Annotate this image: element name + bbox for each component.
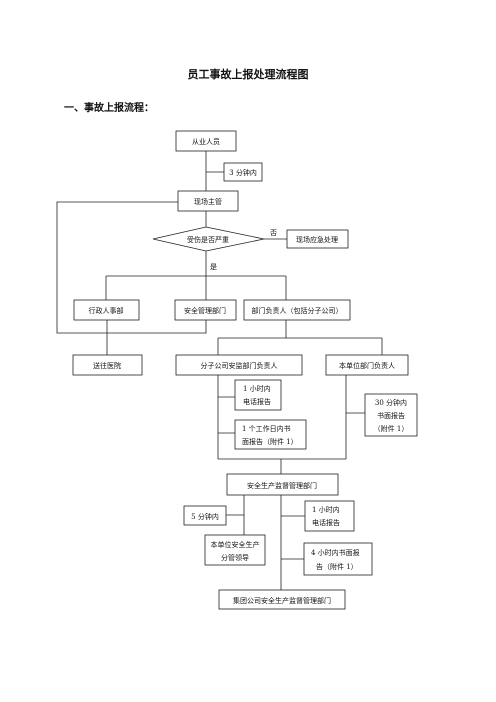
node-worker-label: 从业人员 <box>192 137 220 146</box>
node-report-1h-phone-line1: 1 小时内 <box>243 384 271 393</box>
node-site-emergency: 现场应急处理 <box>286 229 349 249</box>
node-report-1h-phone-line2: 电话报告 <box>243 397 271 406</box>
node-worker: 从业人员 <box>175 130 237 152</box>
branch-no-label: 否 <box>270 229 277 237</box>
node-safety-supervision-label: 安全生产监督管理部门 <box>247 481 317 490</box>
node-admin-hr-label: 行政人事部 <box>89 306 124 315</box>
node-unit-head-label: 本单位部门负责人 <box>339 361 395 370</box>
node-dept-head: 部门负责人（包括分子公司） <box>243 299 351 321</box>
node-sub-safety-head-label: 分子公司安监部门负责人 <box>201 361 278 370</box>
node-unit-safety-leader: 本单位安全生产 分管领导 <box>204 534 266 566</box>
node-5min: 5 分钟内 <box>183 505 227 526</box>
node-admin-hr: 行政人事部 <box>73 299 140 321</box>
node-report-1h-phone-b: 1 小时内 电话报告 <box>304 500 355 532</box>
section-heading: 一、事故上报流程： <box>64 103 154 114</box>
connector-supervisor-loop <box>56 201 207 334</box>
node-report-4h-written: 4 小时内书面报 告（附件 1） <box>303 542 373 576</box>
node-report-4h-line2: 告（附件 1） <box>316 562 358 571</box>
document-title: 员工事故上报处理流程图 <box>187 68 309 81</box>
node-report-1h-phone: 1 小时内 电话报告 <box>234 379 282 411</box>
node-report-1day-line2: 面报告（附件 1） <box>242 437 298 446</box>
node-hospital-label: 送往医院 <box>93 361 121 370</box>
node-site-supervisor: 现场主管 <box>177 190 239 212</box>
node-report-1h-phone-b-line1: 1 小时内 <box>312 505 340 514</box>
node-dept-head-label: 部门负责人（包括分子公司） <box>252 306 343 315</box>
node-report-4h-line1: 4 小时内书面报 <box>311 548 360 557</box>
node-3min-a: 3 分钟内 <box>223 162 263 182</box>
node-hospital: 送往医院 <box>72 354 143 376</box>
node-site-supervisor-label: 现场主管 <box>194 197 222 206</box>
node-site-emergency-label: 现场应急处理 <box>296 235 338 244</box>
node-report-1day-line1: 1 个工作日内书 <box>242 424 291 433</box>
connectors <box>56 151 383 590</box>
node-unit-safety-leader-line1: 本单位安全生产 <box>211 540 260 549</box>
node-5min-label: 5 分钟内 <box>191 512 219 521</box>
node-group-safety-label: 集团公司安全生产监督管理部门 <box>233 596 331 605</box>
node-group-safety: 集团公司安全生产监督管理部门 <box>218 589 346 610</box>
node-safety-dept: 安全管理部门 <box>174 299 237 321</box>
node-sub-safety-head: 分子公司安监部门负责人 <box>175 354 303 376</box>
node-report-30min-line3: （附件 1） <box>374 424 409 433</box>
node-report-30min-line2: 书面报告 <box>377 411 405 420</box>
node-report-1h-phone-b-line2: 电话报告 <box>312 518 340 527</box>
node-safety-supervision: 安全生产监督管理部门 <box>226 473 339 496</box>
node-unit-safety-leader-line2: 分管领导 <box>221 553 249 562</box>
node-report-1day-written: 1 个工作日内书 面报告（附件 1） <box>234 419 307 450</box>
node-unit-head: 本单位部门负责人 <box>325 354 409 376</box>
node-report-30min-written: 30 分钟内 书面报告 （附件 1） <box>364 393 418 437</box>
decision-injury-severe: 受伤是否严重 <box>152 226 265 252</box>
node-safety-dept-label: 安全管理部门 <box>184 306 226 315</box>
decision-label: 受伤是否严重 <box>187 235 229 244</box>
node-report-30min-line1: 30 分钟内 <box>375 398 407 407</box>
branch-yes-label: 是 <box>210 263 217 271</box>
node-3min-a-label: 3 分钟内 <box>229 168 257 177</box>
